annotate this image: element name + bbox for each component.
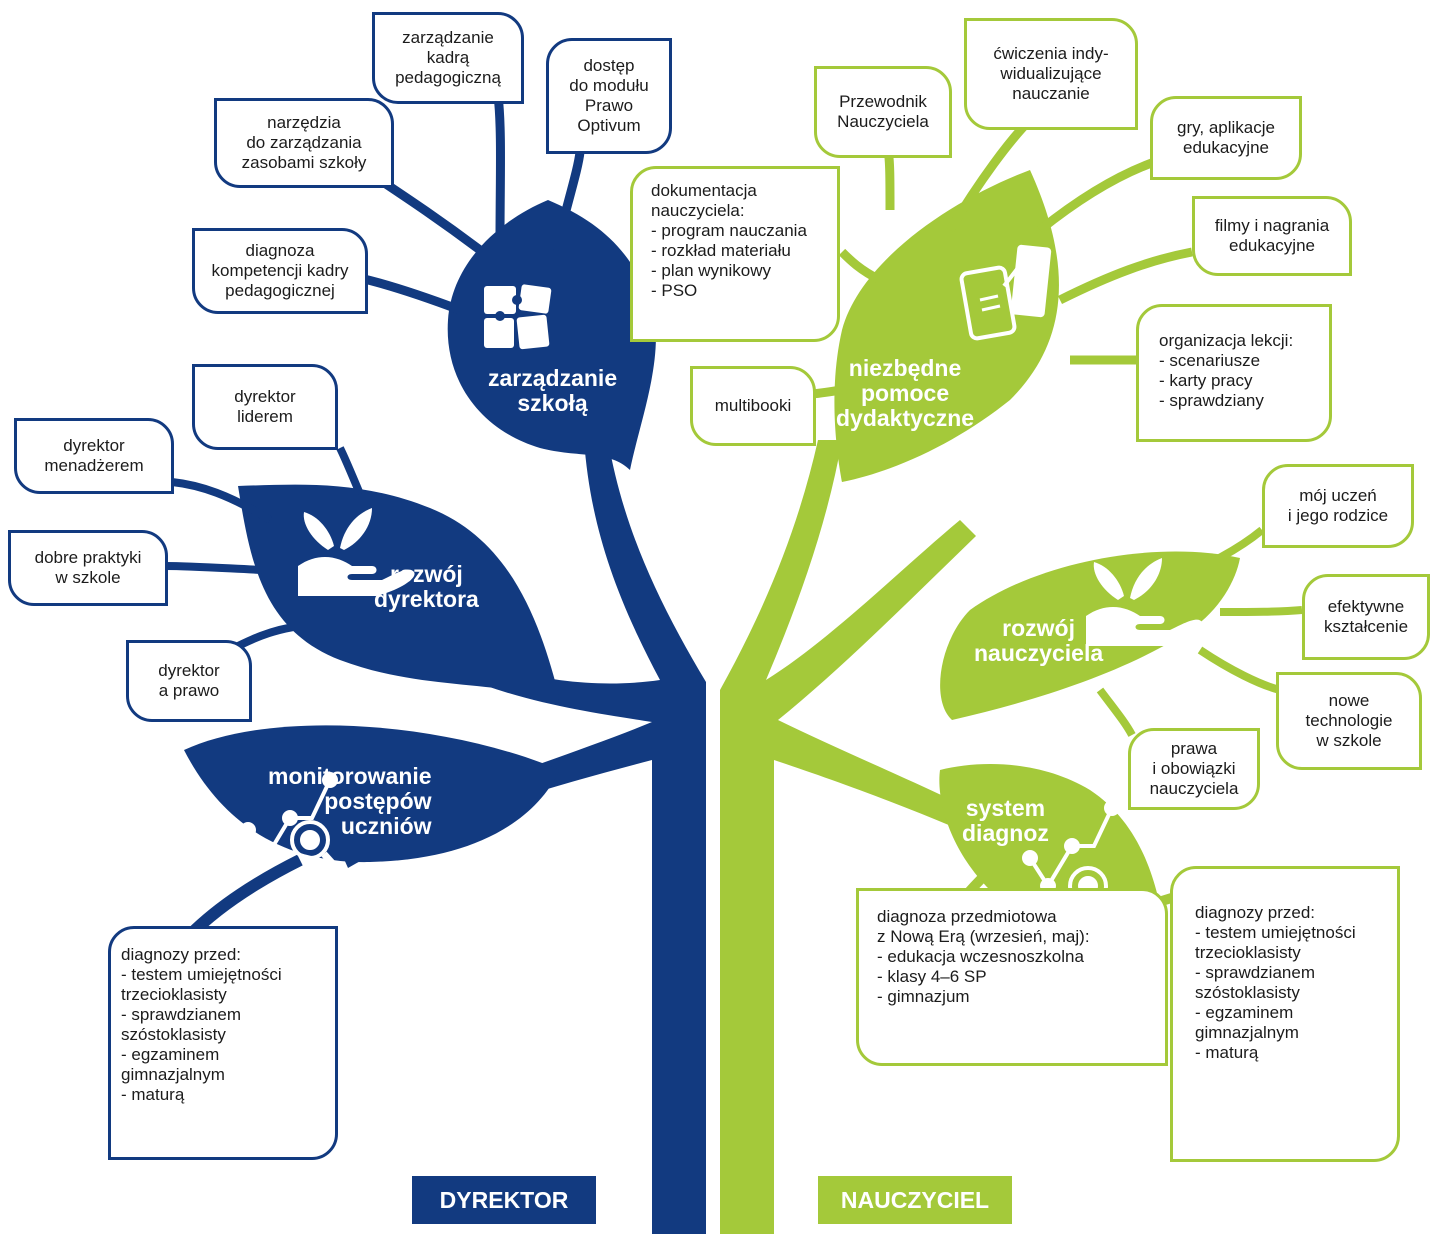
box-student-parents: mój uczeń i jego rodzice — [1262, 464, 1414, 548]
box-resource-tools: narzędzia do zarządzania zasobami szkoły — [214, 98, 394, 188]
box-effective-education-text: efektywne kształcenie — [1323, 597, 1409, 636]
box-leader-text: dyrektor liderem — [234, 387, 296, 426]
box-multibooki: multibooki — [690, 366, 816, 446]
monitoring-leaf — [184, 725, 560, 863]
branch — [883, 149, 895, 211]
branch — [358, 273, 462, 315]
box-rights-duties-text: prawa i obowiązki nauczyciela — [1149, 739, 1239, 798]
box-games-text: gry, aplikacje edukacyjne — [1177, 118, 1275, 157]
branch — [1096, 687, 1136, 737]
box-films: filmy i nagrania edukacyjne — [1192, 196, 1352, 276]
branch — [165, 562, 263, 574]
box-new-tech-text: nowe technologie w szkole — [1305, 691, 1393, 750]
branch — [1197, 646, 1282, 694]
box-director-diagnoses: diagnozy przed: - testem umiejętności tr… — [108, 926, 338, 1160]
director-hand-with-plant-icon — [298, 508, 415, 596]
branch — [377, 176, 483, 254]
box-law-text: dyrektor a prawo — [158, 661, 220, 700]
management-leaf — [447, 200, 656, 470]
box-optivum-text: dostęp do modułu Prawo Optivum — [569, 56, 649, 135]
box-exercises-text: ćwiczenia indy- widualizujące nauczanie — [993, 44, 1109, 103]
monitoring-leaf-title: monitorowanie postępów uczniów — [268, 763, 432, 839]
box-games: gry, aplikacje edukacyjne — [1150, 96, 1302, 180]
branch — [551, 151, 585, 252]
box-teacher-diagnoses: diagnozy przed: - testem umiejętności tr… — [1170, 866, 1400, 1162]
box-multibooki-text: multibooki — [714, 396, 792, 415]
box-manager: dyrektor menadżerem — [14, 418, 174, 494]
branch — [185, 854, 303, 940]
box-teacher-diagnoses-text: diagnozy przed: - testem umiejętności tr… — [1195, 903, 1356, 1062]
diagnosis-system-leaf-title: system diagnoz — [962, 795, 1049, 846]
teacher-trunk — [720, 440, 1030, 1234]
teacher-label-bg — [818, 1176, 1012, 1224]
branch — [1219, 606, 1303, 616]
box-exercises: ćwiczenia indy- widualizujące nauczanie — [964, 18, 1138, 130]
aids-leaf-title: niezbędne pomoce dydaktyczne — [836, 355, 975, 431]
box-lesson-org: organizacja lekcji: - scenariusze - kart… — [1136, 304, 1332, 442]
branch — [1037, 155, 1162, 234]
box-manager-text: dyrektor menadżerem — [44, 436, 144, 475]
box-director-diagnoses-text: diagnozy przed: - testem umiejętności tr… — [121, 945, 282, 1104]
director-development-leaf-title: rozwój dyrektora — [374, 561, 479, 612]
puzzle-icon — [484, 284, 552, 350]
aids-leaf — [834, 170, 1059, 482]
box-guide: Przewodnik Nauczyciela — [814, 66, 952, 158]
box-subject-diagnosis-text: diagnoza przedmiotowa z Nową Erą (wrzesi… — [877, 907, 1090, 1006]
management-leaf-title: zarządzanie szkołą — [488, 365, 618, 416]
director-label: DYREKTOR — [439, 1186, 569, 1213]
box-subject-diagnosis: diagnoza przedmiotowa z Nową Erą (wrzesi… — [856, 888, 1168, 1066]
box-guide-text: Przewodnik Nauczyciela — [837, 92, 929, 131]
box-student-parents-text: mój uczeń i jego rodzice — [1287, 486, 1389, 525]
branch — [336, 446, 364, 496]
box-staff-management: zarządzanie kadrą pedagogiczną — [372, 12, 524, 104]
box-lesson-org-text: organizacja lekcji: - scenariusze - kart… — [1159, 331, 1294, 410]
branch — [811, 375, 873, 399]
box-resource-tools-text: narzędzia do zarządzania zasobami szkoły — [241, 113, 367, 172]
box-law: dyrektor a prawo — [126, 640, 252, 722]
box-staff-diagnosis: diagnoza kompetencji kadry pedagogicznej — [192, 228, 368, 314]
director-chart-magnifier-icon — [240, 772, 345, 877]
tablet-and-book-icon — [959, 244, 1052, 341]
teacher-label: NAUCZYCIEL — [840, 1186, 990, 1213]
branch — [838, 248, 883, 285]
box-effective-education: efektywne kształcenie — [1302, 574, 1430, 660]
box-staff-diagnosis-text: diagnoza kompetencji kadry pedagogicznej — [211, 241, 349, 300]
box-documentation-text: dokumentacja nauczyciela: - program nauc… — [651, 181, 807, 300]
box-staff-management-text: zarządzanie kadrą pedagogiczną — [395, 28, 501, 87]
branch — [1168, 526, 1265, 584]
box-optivum: dostęp do modułu Prawo Optivum — [546, 38, 672, 154]
branch — [171, 478, 273, 524]
director-label-bg — [412, 1176, 596, 1224]
box-documentation: dokumentacja nauczyciela: - program nauc… — [630, 166, 840, 342]
box-leader: dyrektor liderem — [192, 364, 338, 450]
box-good-practices: dobre praktyki w szkole — [8, 530, 168, 606]
teacher-hand-with-plant-icon — [1086, 558, 1203, 646]
branch — [493, 94, 505, 241]
teacher-development-leaf-title: rozwój nauczyciela — [974, 615, 1104, 666]
box-good-practices-text: dobre praktyki w szkole — [34, 548, 142, 587]
branch — [1057, 247, 1193, 305]
box-films-text: filmy i nagrania edukacyjne — [1214, 216, 1330, 255]
box-new-tech: nowe technologie w szkole — [1276, 672, 1422, 770]
box-rights-duties: prawa i obowiązki nauczyciela — [1128, 728, 1260, 810]
